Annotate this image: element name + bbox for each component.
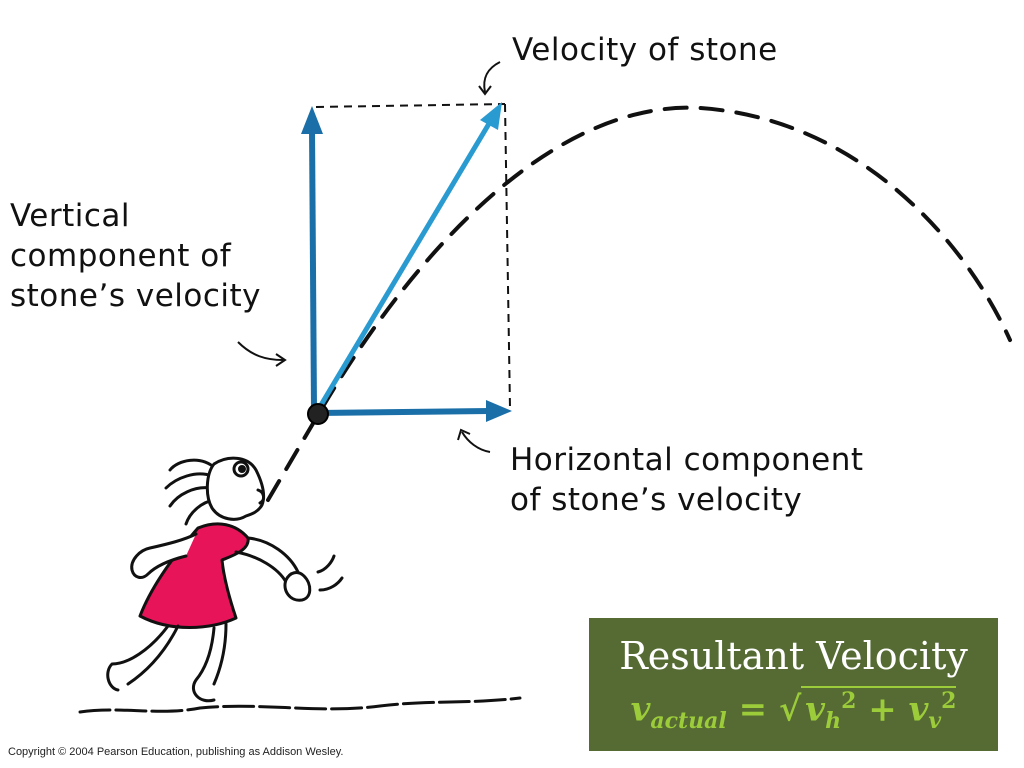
vertical-label-line-3: stone’s velocity <box>10 278 262 314</box>
formula-term1: v <box>805 689 826 730</box>
horizontal-label-line-1: Horizontal component <box>510 442 864 478</box>
formula-radicand: vh2 + vv2 <box>801 686 957 735</box>
velocity-label-text: Velocity of stone <box>512 32 778 68</box>
trajectory-path <box>266 105 1012 502</box>
velocity-label: Velocity of stone <box>512 30 778 70</box>
formula-term2: v <box>908 689 929 730</box>
formula-root: √ <box>778 689 802 730</box>
vertical-component-label: Vertical component of stone’s velocity <box>10 196 261 316</box>
pointer-vertical <box>237 341 284 361</box>
vertical-label-line-1: Vertical <box>10 198 131 234</box>
pointer-velocity <box>483 61 501 93</box>
formula-term2-sup: 2 <box>941 688 957 714</box>
formula-term1-sub: h <box>825 708 842 735</box>
resultant-velocity-box: Resultant Velocity vactual = √vh2 + vv2 <box>589 618 998 751</box>
girl-figure <box>78 456 522 714</box>
horizontal-component-label: Horizontal component of stone’s velocity <box>510 440 864 520</box>
horizontal-component-arrow <box>317 400 512 422</box>
copyright-notice: Copyright © 2004 Pearson Education, publ… <box>8 746 344 758</box>
pointer-horizontal <box>461 431 491 453</box>
formula-lhs-sub: actual <box>650 708 727 735</box>
construction-line-top <box>315 103 506 108</box>
vertical-component-arrow <box>301 106 323 411</box>
formula-equals: = <box>738 689 768 730</box>
formula-plus: + <box>868 689 897 730</box>
construction-line-right <box>504 103 511 409</box>
formula-lhs: v <box>630 689 651 730</box>
velocity-arrow <box>315 102 502 412</box>
vertical-label-line-2: component of <box>10 238 232 274</box>
stone <box>307 403 329 425</box>
resultant-title: Resultant Velocity <box>619 634 968 678</box>
resultant-formula: vactual = √vh2 + vv2 <box>589 686 998 734</box>
horizontal-label-line-2: of stone’s velocity <box>510 482 803 518</box>
formula-term1-sup: 2 <box>841 688 857 714</box>
formula-term2-sub: v <box>928 708 942 735</box>
